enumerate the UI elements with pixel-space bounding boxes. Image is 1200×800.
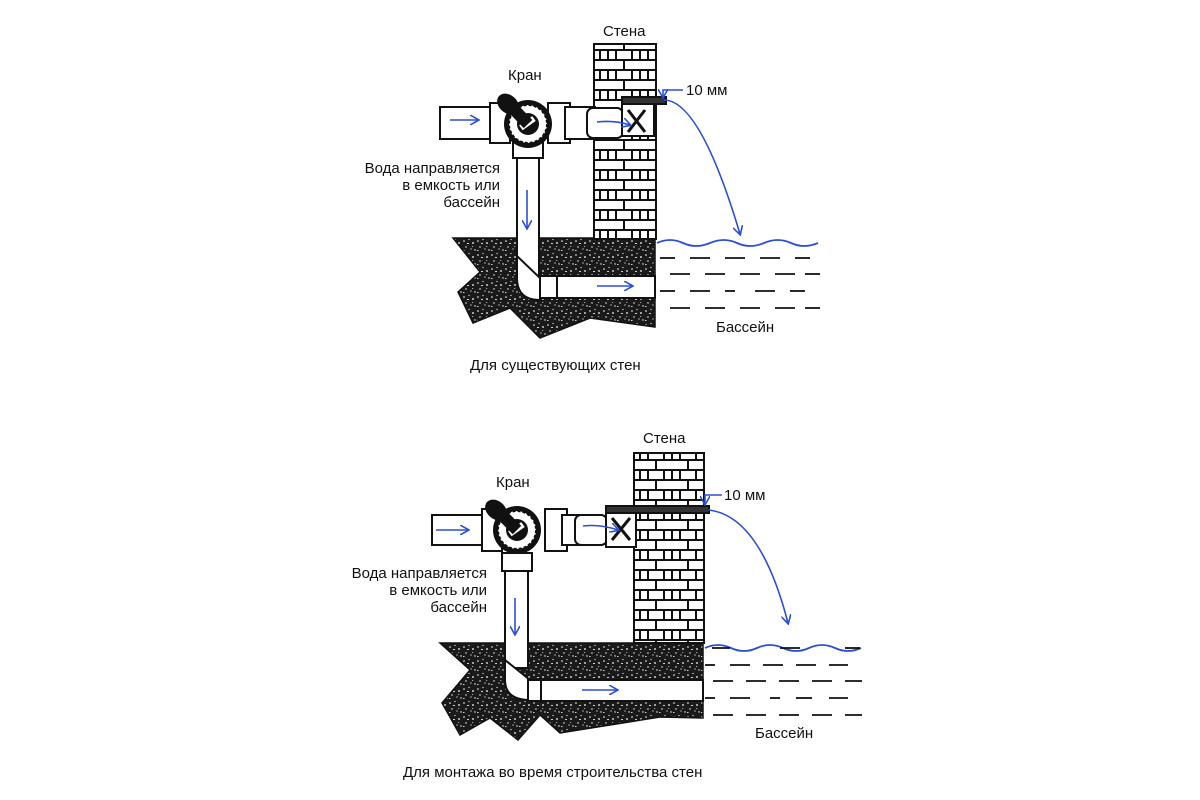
diagram-during-construction: Стена Кран 10 мм Вода направляется в емк…: [352, 430, 862, 781]
flow-arrows: [450, 90, 740, 286]
wall-nozzle: [621, 96, 667, 137]
water-directed-line-2: в емкость или: [389, 582, 487, 599]
flow-arrows: [436, 494, 788, 690]
water-directed-line-2: в емкость или: [402, 177, 500, 194]
diagram-existing-walls: Стена Кран 10 мм Вода направляется в емк…: [365, 23, 820, 374]
gap-indicator: [663, 90, 683, 97]
pool-label: Бассейн: [716, 319, 774, 336]
water-directed-line-3: бассейн: [443, 194, 500, 211]
diagram-caption: Для существующих стен: [470, 357, 641, 374]
valve: [497, 93, 552, 148]
valve: [485, 499, 541, 554]
pool-water: [704, 644, 862, 716]
flow-arrow-jet: [663, 99, 740, 234]
brick-wall: [593, 43, 657, 240]
brick-wall: [633, 452, 705, 644]
pool-water: [656, 239, 820, 309]
valve-label: Кран: [496, 474, 530, 491]
gap-indicator: [705, 494, 722, 504]
valve-label: Кран: [508, 67, 542, 84]
gap-label: 10 мм: [686, 82, 727, 99]
diagram-caption: Для монтажа во время строительства стен: [403, 764, 702, 781]
flow-arrow-nozzle: [596, 121, 630, 125]
pipe-system: [439, 102, 656, 302]
wall-label: Стена: [603, 23, 646, 40]
wall-label: Стена: [643, 430, 686, 447]
pool-label: Бассейн: [755, 725, 813, 742]
water-directed-line-1: Вода направляется: [365, 160, 500, 177]
water-directed-line-1: Вода направляется: [352, 565, 487, 582]
gap-label: 10 мм: [724, 487, 765, 504]
water-directed-line-3: бассейн: [430, 599, 487, 616]
flow-arrow-jet: [707, 509, 788, 623]
flow-arrow-nozzle: [582, 526, 618, 531]
